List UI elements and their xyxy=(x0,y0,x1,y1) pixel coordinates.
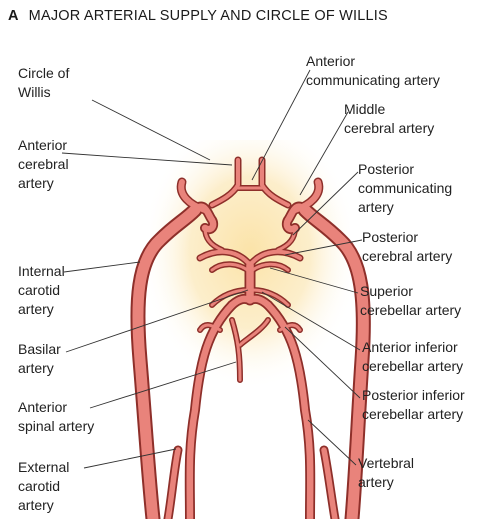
label-posterior-communicating-artery: Posterior communicating artery xyxy=(358,160,452,217)
label-anterior-inferior-cerebellar-artery: Anterior inferior cerebellar artery xyxy=(362,338,463,376)
leader-external-carotid xyxy=(84,449,176,468)
label-middle-cerebral-artery: Middle cerebral artery xyxy=(344,100,434,138)
label-anterior-cerebral-artery: Anterior cerebral artery xyxy=(18,136,69,193)
label-circle-of-willis: Circle of Willis xyxy=(18,64,69,102)
leader-internal-carotid xyxy=(64,262,140,272)
label-posterior-cerebral-artery: Posterior cerebral artery xyxy=(362,228,452,266)
leader-vertebral xyxy=(308,420,356,465)
label-posterior-inferior-cerebellar-artery: Posterior inferior cerebellar artery xyxy=(362,386,465,424)
label-external-carotid-artery: External carotid artery xyxy=(18,458,69,515)
label-basilar-artery: Basilar artery xyxy=(18,340,61,378)
label-superior-cerebellar-artery: Superior cerebellar artery xyxy=(360,282,461,320)
label-anterior-spinal-artery: Anterior spinal artery xyxy=(18,398,94,436)
label-internal-carotid-artery: Internal carotid artery xyxy=(18,262,65,319)
label-anterior-communicating-artery: Anterior communicating artery xyxy=(306,52,440,90)
label-vertebral-artery: Vertebral artery xyxy=(358,454,414,492)
